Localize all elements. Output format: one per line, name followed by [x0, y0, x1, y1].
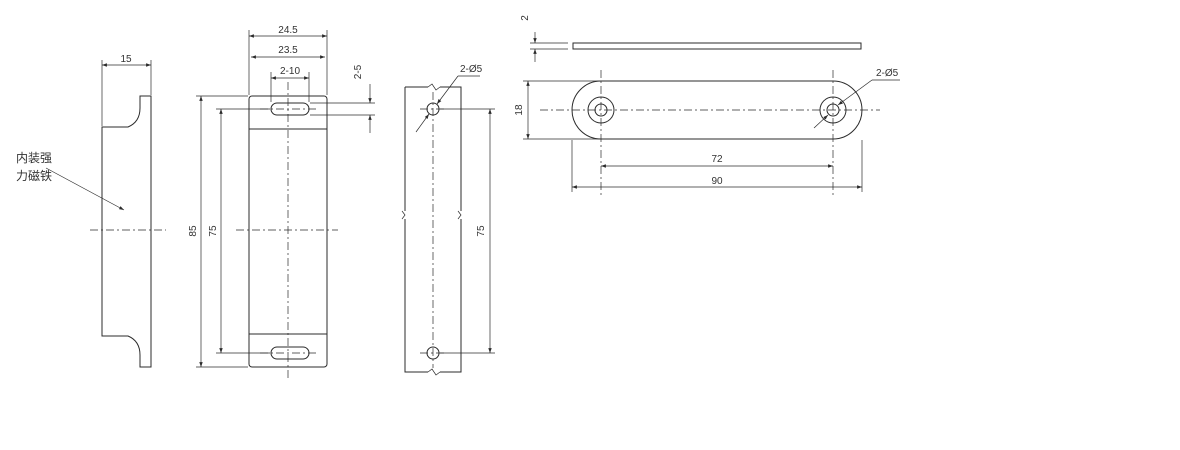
dim-plate-thickness: 2 [520, 15, 531, 21]
dim-slot-width: 2-10 [280, 66, 300, 77]
plate-view: 18 2-Ø5 72 90 [514, 68, 900, 195]
dim-plate-length: 90 [711, 176, 723, 187]
dim-plate-holes: 2-Ø5 [876, 68, 899, 79]
strip-view: 2-Ø5 75 [401, 64, 495, 376]
annotation-line-1: 内装强 [16, 151, 52, 165]
dim-front-inner-width: 23.5 [278, 45, 298, 56]
dim-strip-holes: 2-Ø5 [460, 64, 483, 75]
dim-slot-height: 2-5 [353, 64, 364, 79]
dim-front-height-inner: 75 [208, 225, 219, 237]
dim-front-outer-width: 24.5 [278, 25, 298, 36]
dim-front-height-total: 85 [188, 225, 199, 237]
dim-plate-pitch: 72 [711, 154, 723, 165]
side-view: 15 内装强 力磁铁 [16, 54, 166, 368]
dim-plate-height: 18 [514, 104, 525, 116]
front-view: 24.5 23.5 2-10 2-5 85 75 [188, 25, 375, 378]
plate-edge-view: 2 [520, 15, 862, 62]
annotation-line-2: 力磁铁 [16, 168, 52, 183]
dim-side-width: 15 [120, 54, 132, 65]
dim-strip-pitch: 75 [476, 225, 487, 237]
